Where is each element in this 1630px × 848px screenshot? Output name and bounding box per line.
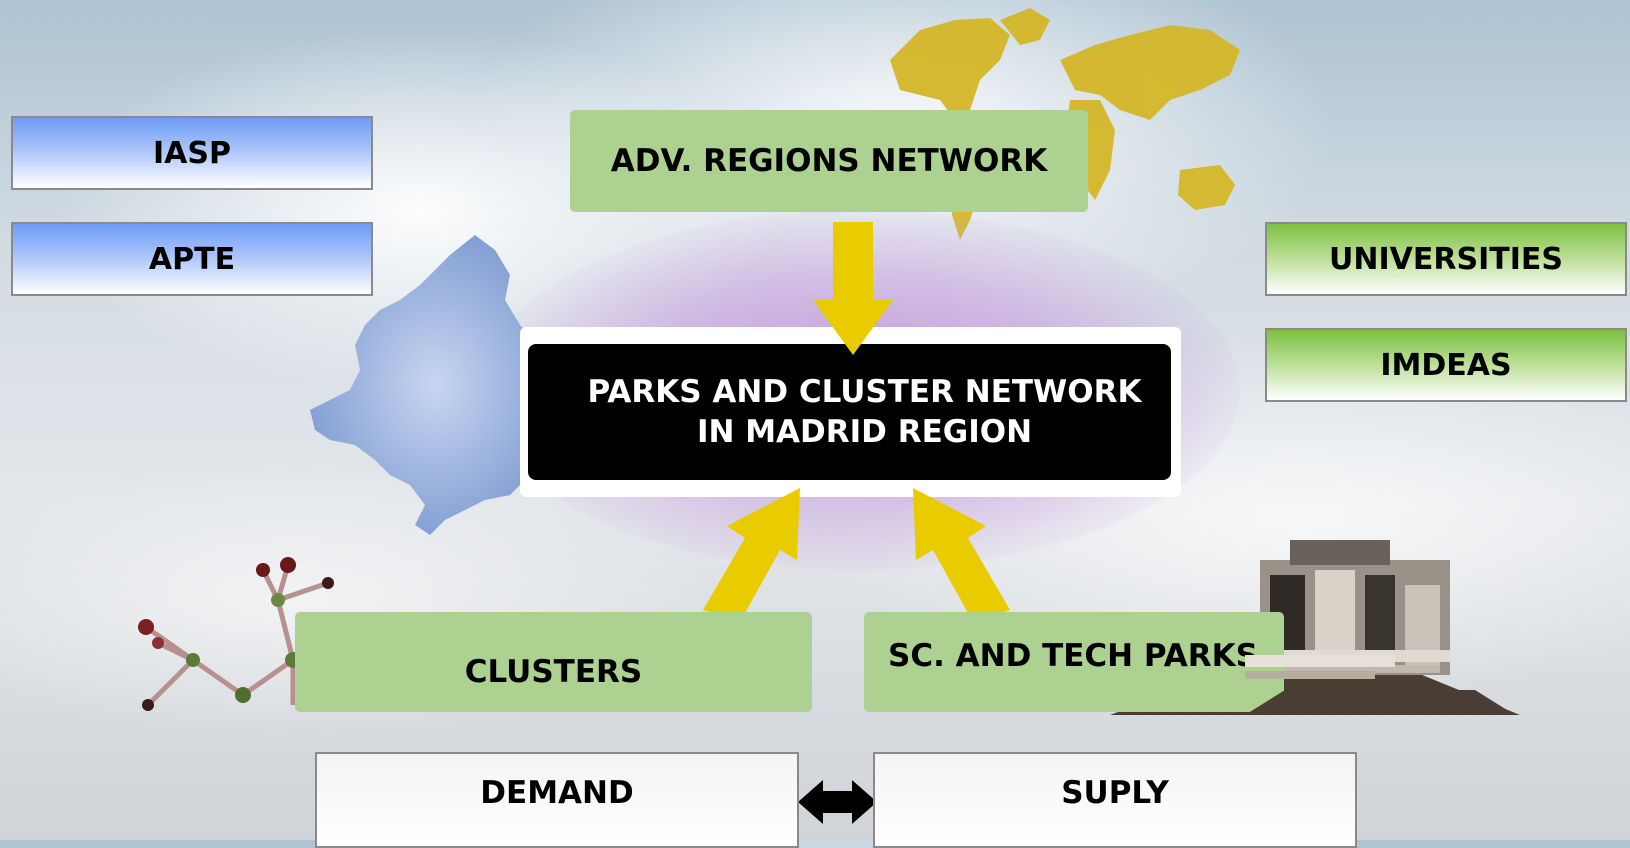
demand-box: DEMAND	[315, 752, 799, 848]
apte-box: APTE	[11, 222, 373, 296]
parks-cluster-network-label: PARKS AND CLUSTER NETWORK IN MADRID REGI…	[587, 374, 1142, 450]
up-arrow-left	[703, 488, 800, 622]
down-arrow	[813, 222, 893, 355]
adv-regions-network-label: ADV. REGIONS NETWORK	[610, 143, 1048, 179]
imdeas-box: IMDEAS	[1265, 328, 1627, 402]
supply-label: SUPLY	[1061, 775, 1169, 811]
sc-tech-parks-box: SC. AND TECH PARKS	[864, 612, 1284, 712]
supply-box: SUPLY	[873, 752, 1357, 848]
demand-label: DEMAND	[480, 775, 634, 811]
sc-tech-parks-label: SC. AND TECH PARKS	[888, 638, 1259, 674]
building-front-image	[1245, 655, 1515, 715]
up-arrow-right	[913, 488, 1010, 622]
parks-cluster-network-inner: PARKS AND CLUSTER NETWORK IN MADRID REGI…	[528, 344, 1171, 480]
madrid-map-image	[310, 235, 560, 535]
imdeas-label: IMDEAS	[1380, 347, 1512, 383]
clusters-label: CLUSTERS	[464, 654, 643, 690]
apte-label: APTE	[148, 241, 236, 277]
iasp-box: IASP	[11, 116, 373, 190]
double-arrow	[798, 780, 877, 824]
world-map-image	[890, 8, 1240, 240]
universities-box: UNIVERSITIES	[1265, 222, 1627, 296]
adv-regions-network-box: ADV. REGIONS NETWORK	[570, 110, 1088, 212]
clusters-box: CLUSTERS	[295, 612, 812, 712]
iasp-label: IASP	[153, 135, 231, 171]
molecule-image	[138, 557, 356, 711]
parks-cluster-network-box: PARKS AND CLUSTER NETWORK IN MADRID REGI…	[520, 327, 1181, 497]
universities-label: UNIVERSITIES	[1329, 241, 1563, 277]
